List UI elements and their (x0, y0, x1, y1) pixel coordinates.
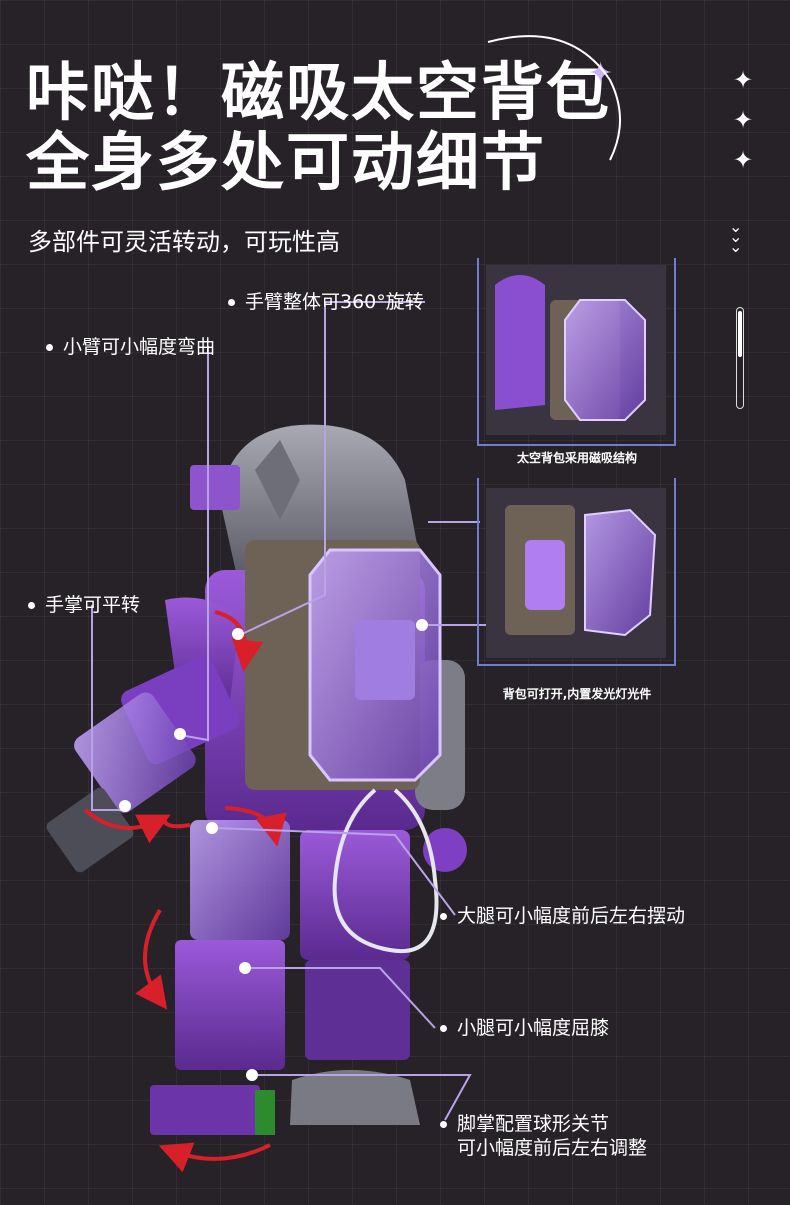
rotation-arrows (83, 297, 597, 1173)
legs (150, 830, 420, 1135)
callout-text: 小臂可小幅度弯曲 (63, 336, 216, 358)
callout-arm-rotate: 手臂整体可360°旋转 (228, 289, 424, 315)
callout-thigh-swing: 大腿可小幅度前后左右摆动 (440, 903, 685, 929)
chevron-down-icon: ⌄ (729, 217, 743, 236)
callout-foot-joint-line2: 可小幅度前后左右调整 (457, 1137, 648, 1159)
sparkle-icon: ✦ (733, 146, 754, 174)
backpack (245, 540, 442, 954)
callout-shin-bend: 小腿可小幅度屈膝 (440, 1015, 609, 1041)
callout-palm-turn: 手掌可平转 (28, 592, 140, 618)
callout-text: 小腿可小幅度屈膝 (457, 1017, 610, 1039)
inset-magnetic-backpack (477, 258, 676, 446)
callout-forearm-bend: 小臂可小幅度弯曲 (46, 334, 215, 360)
chevron-down-icon: ⌄ (729, 237, 743, 256)
callout-text: 手臂整体可360°旋转 (245, 291, 424, 313)
callout-text: 大腿可小幅度前后左右摆动 (457, 905, 686, 927)
callout-foot-joint: 脚掌配置球形关节 (440, 1111, 609, 1137)
sparkle-icon: ✦ (733, 66, 754, 94)
decorative-arc (487, 35, 621, 161)
sparkle-icon: ✦ (588, 56, 614, 91)
scroll-indicator (736, 307, 744, 409)
inset-open-backpack (477, 478, 676, 666)
arm (46, 597, 240, 873)
sparkle-icon: ✦ (733, 106, 754, 134)
chevron-down-icon: ⌄ (729, 227, 743, 246)
subtitle: 多部件可灵活转动，可玩性高 (28, 228, 340, 256)
inset-caption-magnetic: 太空背包采用磁吸结构 (516, 451, 637, 465)
inset-caption-open: 背包可打开,内置发光灯光件 (502, 687, 652, 701)
headline-line1: 咔哒！磁吸太空背包 (26, 56, 611, 129)
headline-line2: 全身多处可动细节 (26, 126, 546, 199)
joint-markers (119, 619, 428, 1081)
callout-text: 手掌可平转 (45, 594, 141, 616)
callout-text: 脚掌配置球形关节 (457, 1113, 610, 1135)
